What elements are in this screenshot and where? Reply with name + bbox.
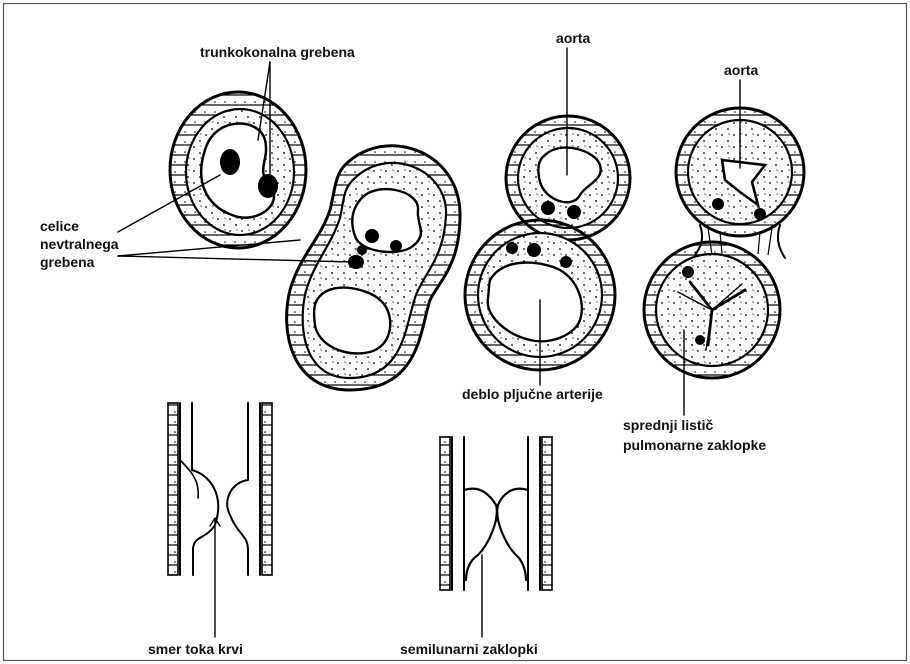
longitudinal-section-1 <box>168 403 272 575</box>
label-deblo-pljucne-arterije: deblo pljučne arterije <box>462 386 603 402</box>
label-celice-line2: nevtralnega <box>40 236 119 252</box>
label-semilunarni-zaklopki: semilunarni zaklopki <box>400 641 538 657</box>
truncus-stage-2 <box>287 146 460 390</box>
truncus-stage-1 <box>170 92 306 248</box>
longitudinal-section-2 <box>440 437 552 590</box>
label-trunkokonalna-grebena: trunkokonalna grebena <box>200 44 355 60</box>
label-smer-toka-krvi: smer toka krvi <box>148 641 243 657</box>
label-aorta-1: aorta <box>556 30 590 46</box>
label-pulmonarne-zaklopke: pulmonarne zaklopke <box>623 437 766 453</box>
label-celice-line3: grebena <box>40 254 95 270</box>
label-celice-line1: celice <box>40 218 79 234</box>
truncus-stage-3 <box>465 116 630 370</box>
label-sprednji-listic: sprednji listič <box>623 417 713 433</box>
truncus-stage-4 <box>644 108 804 378</box>
label-aorta-2: aorta <box>724 62 758 78</box>
